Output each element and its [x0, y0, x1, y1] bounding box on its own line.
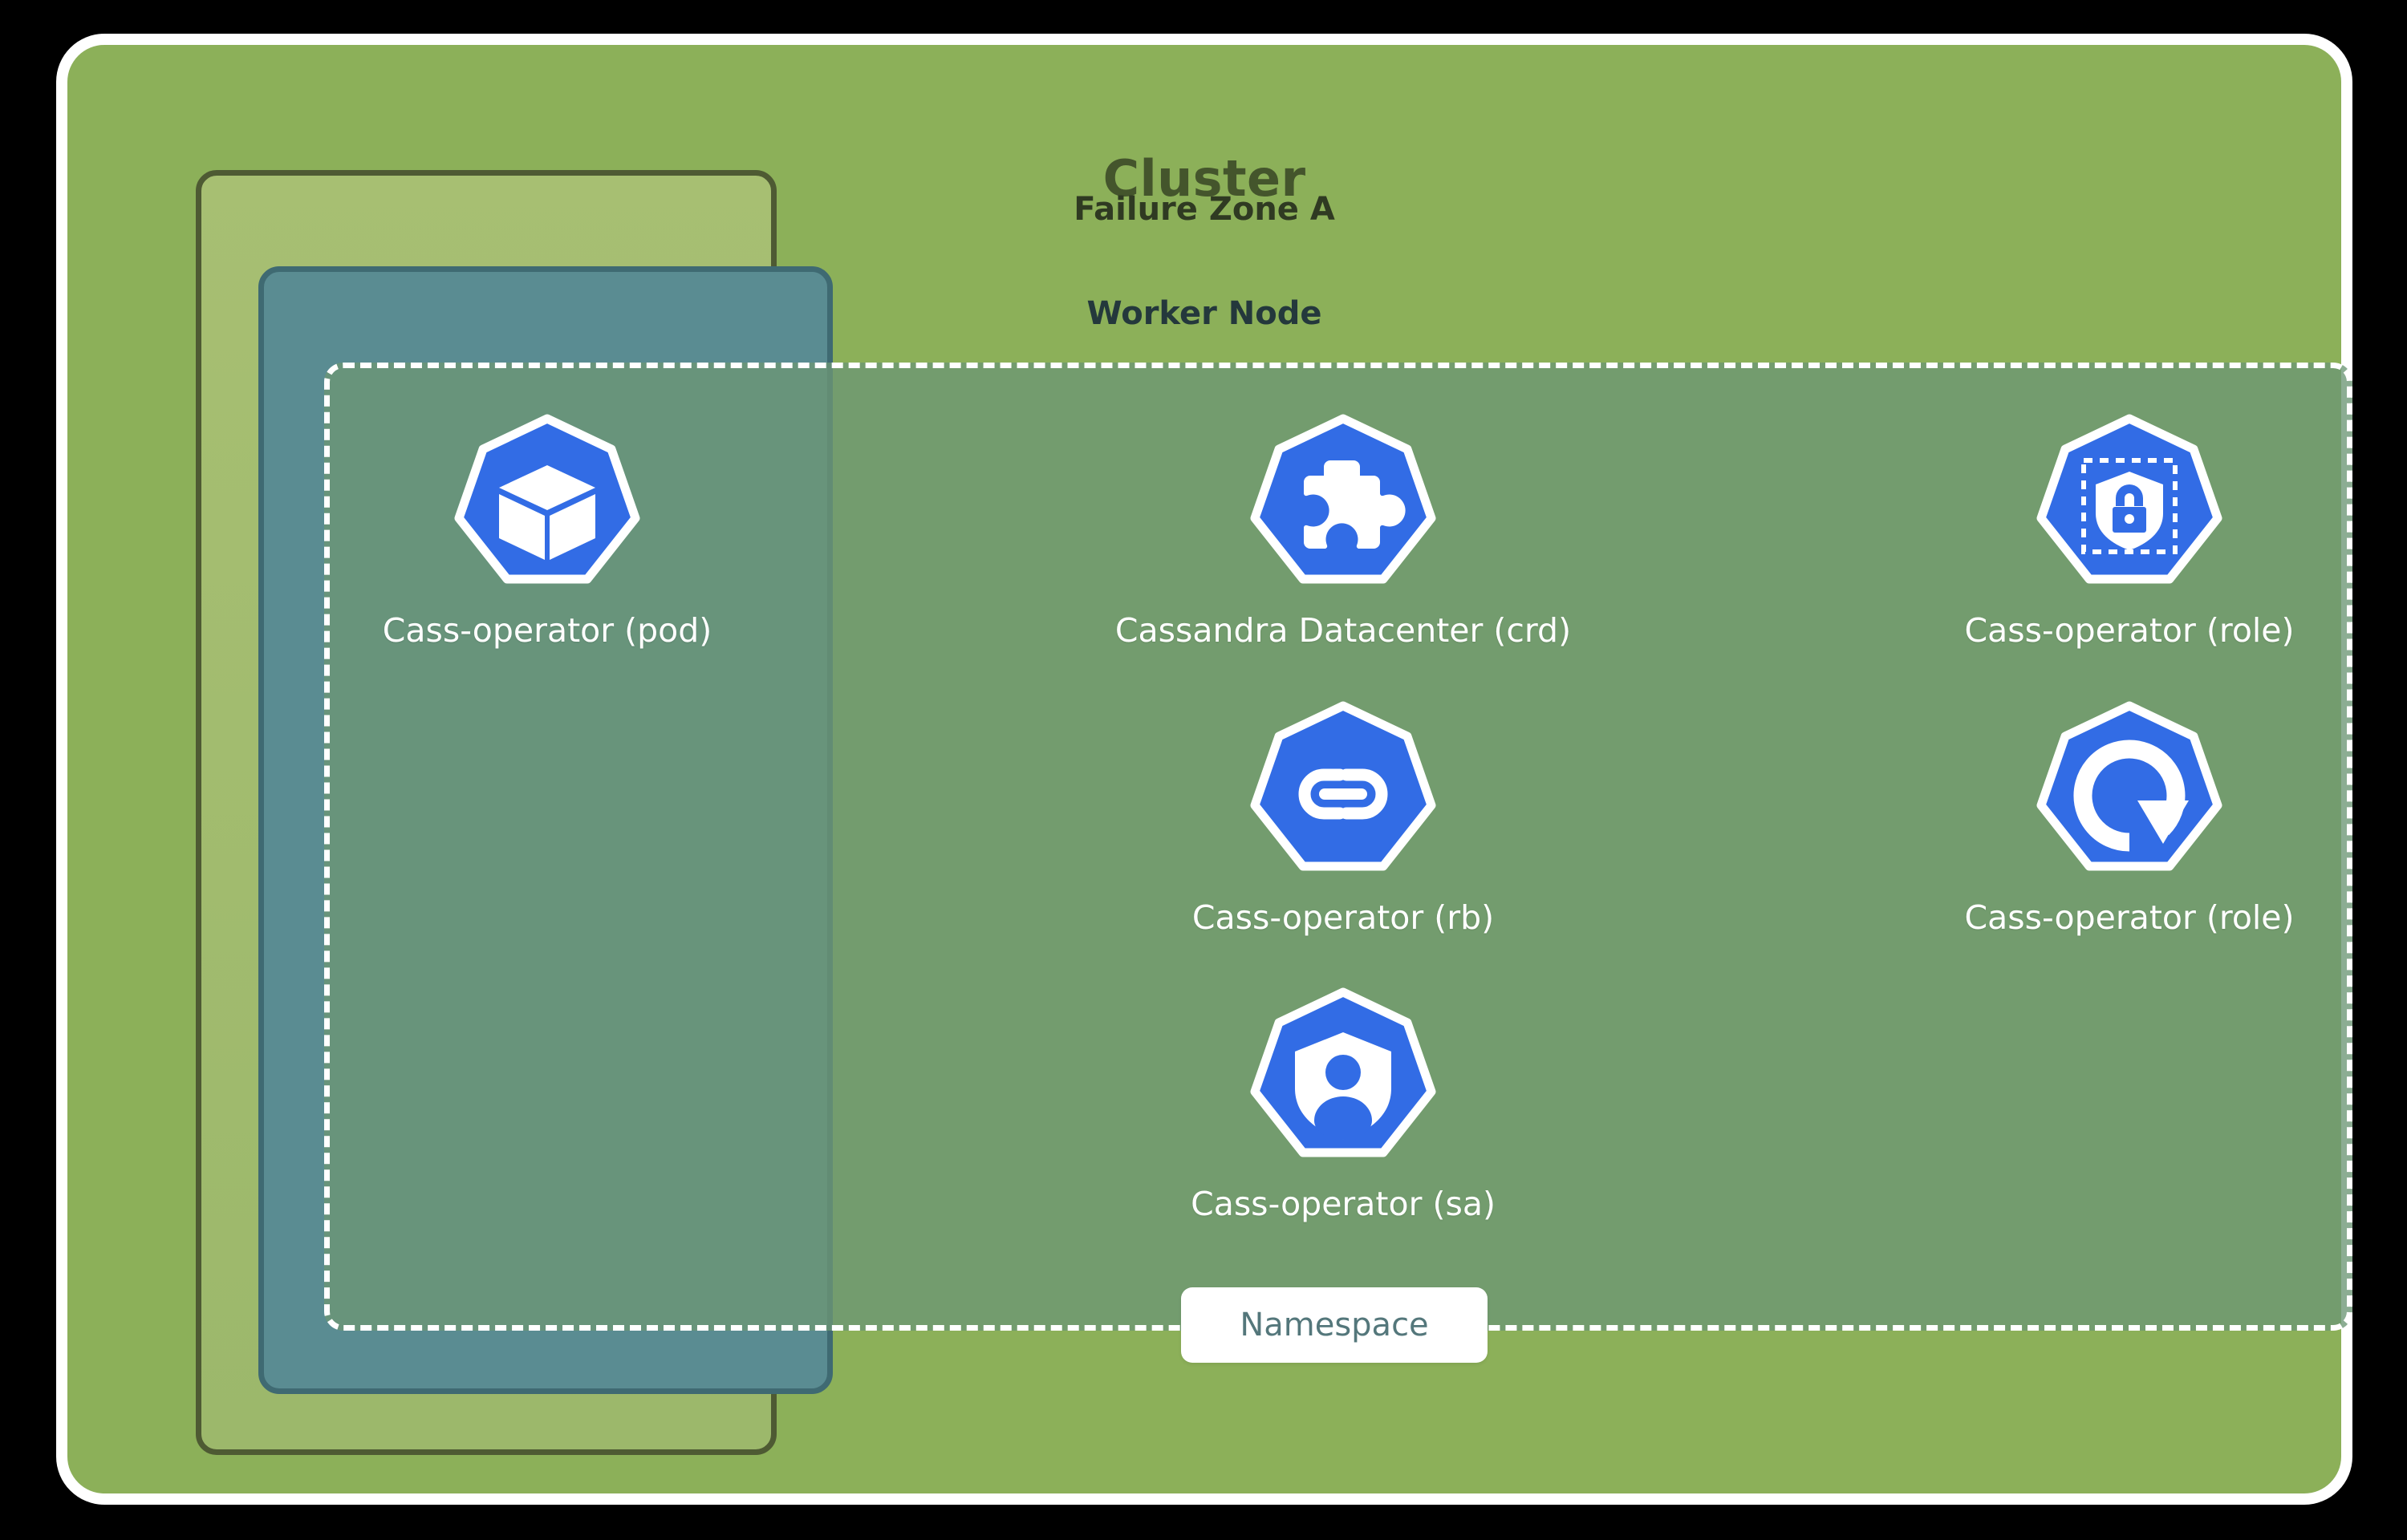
resource-label: Cass-operator (role) [1964, 898, 2295, 937]
cluster-container: Cluster Failure Zone A Worker Node Cass-… [67, 45, 2352, 1493]
resource-label: Cass-operator (rb) [1191, 898, 1495, 937]
worker-node-title: Worker Node [1086, 295, 1322, 332]
refresh-arrow-icon [2036, 701, 2222, 887]
resource-node-pod[interactable]: Cass-operator (pod) [363, 414, 732, 650]
resource-node-role[interactable]: Cass-operator (role) [1945, 414, 2314, 650]
cube-icon [454, 414, 640, 600]
chain-link-icon [1250, 701, 1436, 887]
shield-user-icon [1250, 987, 1436, 1173]
resource-label: Cass-operator (role) [1964, 611, 2295, 650]
resource-node-rolebinding[interactable]: Cass-operator (rb) [1159, 701, 1528, 937]
resource-label: Cass-operator (sa) [1191, 1185, 1496, 1223]
shield-lock-icon [2036, 414, 2222, 600]
resource-node-clusterrole[interactable]: Cass-operator (role) [1945, 701, 2314, 937]
failure-zone-title: Failure Zone A [1074, 191, 1335, 228]
namespace-label: Namespace [1181, 1287, 1488, 1363]
resource-node-crd[interactable]: Cassandra Datacenter (crd) [1115, 414, 1571, 650]
resource-node-serviceaccount[interactable]: Cass-operator (sa) [1159, 987, 1528, 1223]
puzzle-piece-icon [1250, 414, 1436, 600]
resource-label: Cass-operator (pod) [382, 611, 712, 650]
cluster-title: Cluster [1102, 149, 1306, 208]
resource-label: Cassandra Datacenter (crd) [1114, 611, 1572, 650]
